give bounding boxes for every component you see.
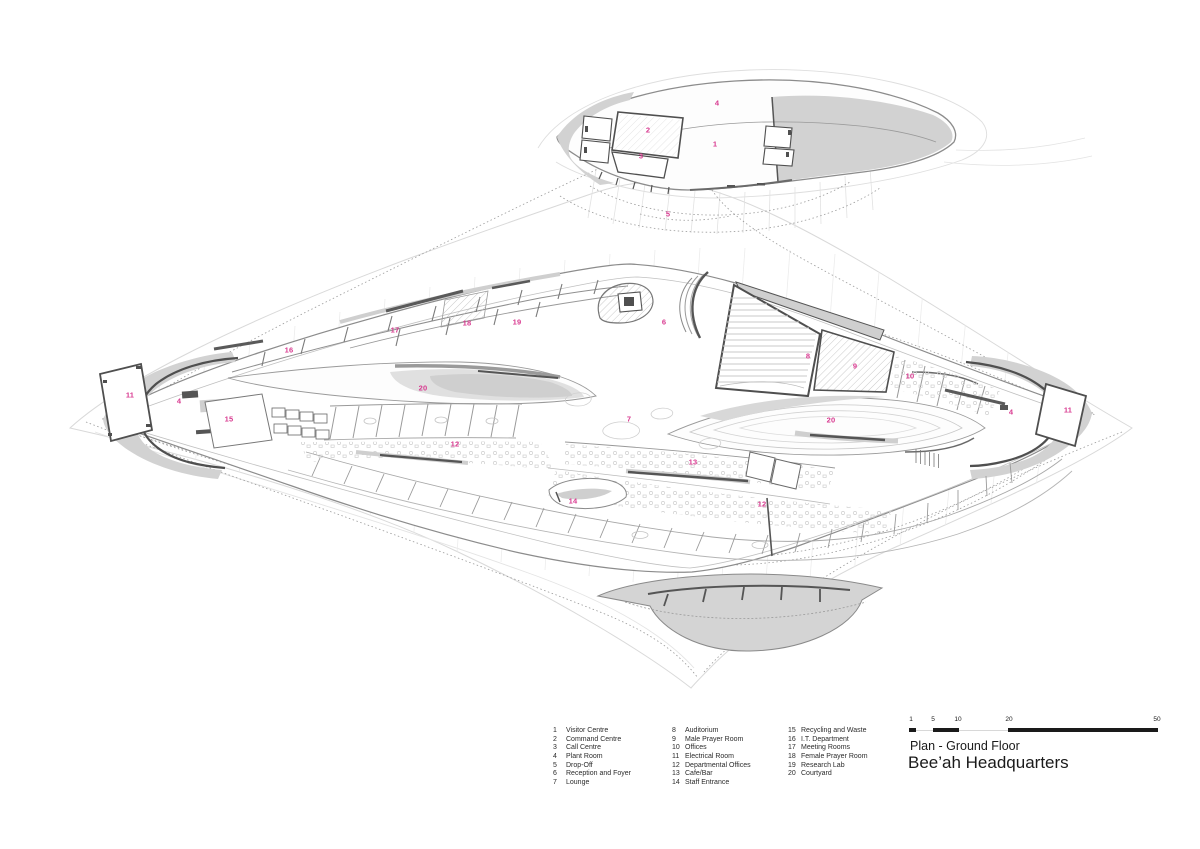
legend-item-label: Reception and Foyer: [566, 770, 631, 778]
legend-item-label: Research Lab: [801, 761, 845, 769]
legend-item: 3 Call Centre: [553, 744, 631, 753]
legend-item-label: Electrical Room: [685, 753, 735, 761]
legend-item-number: 15: [788, 727, 796, 734]
legend-item: 5 Drop-Off: [553, 762, 631, 771]
legend-item: 16 I.T. Department: [788, 736, 868, 745]
legend-item-label: Staff Entrance: [685, 779, 730, 787]
south-entrance-canopy: [596, 573, 884, 652]
auditorium-block: [714, 281, 1000, 416]
legend-item-label: Visitor Centre: [566, 727, 609, 734]
legend-item: 2 Command Centre: [553, 736, 631, 745]
legend-item-number: 10: [672, 744, 680, 752]
legend-item-number: 17: [788, 744, 796, 752]
legend-item: 15 Recycling and Waste: [788, 727, 868, 736]
legend-item: 11 Electrical Room: [672, 753, 751, 762]
legend-item-label: Departmental Offices: [685, 761, 751, 769]
legend-item-number: 1: [553, 727, 557, 734]
main-building: [98, 263, 1094, 573]
legend-item: 1 Visitor Centre: [553, 727, 631, 736]
legend-item-label: Drop-Off: [566, 761, 593, 769]
legend-item-label: Plant Room: [566, 753, 603, 761]
legend-item-number: 20: [788, 770, 796, 778]
legend-item-number: 5: [553, 761, 557, 769]
legend-item: 20 Courtyard: [788, 770, 868, 779]
legend-item: 10 Offices: [672, 744, 751, 753]
courtyard-east: [666, 388, 1006, 456]
legend-item-label: I.T. Department: [801, 735, 849, 743]
east-tip-plant-zone: [904, 356, 1092, 479]
courtyard-west: [227, 361, 597, 405]
legend-item-label: Lounge: [566, 779, 590, 787]
legend-item: 13 Cafe/Bar: [672, 770, 751, 779]
project-title: Bee’ah Headquarters: [908, 753, 1069, 772]
legend-item-label: Offices: [685, 744, 707, 752]
legend-item-number: 14: [672, 779, 680, 787]
plan-title: Plan - Ground Floor: [910, 739, 1020, 753]
staff-entrance: [548, 477, 627, 510]
legend-item: 4 Plant Room: [553, 753, 631, 762]
site-outline: [68, 69, 1133, 689]
legend-item-number: 6: [553, 770, 557, 778]
legend-item: 17 Meeting Rooms: [788, 744, 868, 753]
legend-item-label: Meeting Rooms: [801, 744, 851, 752]
legend-item-label: Male Prayer Room: [685, 735, 744, 743]
legend-item-number: 18: [788, 753, 796, 761]
legend-item-number: 13: [672, 770, 680, 778]
legend-column: 8 Auditorium 9 Male Prayer Room 10 Offices 11 E…: [672, 727, 751, 788]
legend-item: 14 Staff Entrance: [672, 779, 751, 788]
legend-item-label: Recycling and Waste: [801, 727, 867, 734]
legend-item: 12 Departmental Offices: [672, 762, 751, 771]
legend-item-label: Call Centre: [566, 744, 602, 752]
legend-item-number: 19: [788, 761, 796, 769]
legend-item-label: Cafe/Bar: [685, 770, 713, 778]
legend-item-number: 2: [553, 735, 557, 743]
offices-south-cells: [287, 449, 1073, 561]
legend-item-number: 11: [672, 753, 680, 761]
legend-item-number: 16: [788, 735, 796, 743]
legend-item-label: Command Centre: [566, 735, 622, 743]
legend-item-number: 9: [672, 735, 676, 743]
legend-item-number: 8: [672, 727, 676, 734]
legend-column: 1 Visitor Centre 2 Command Centre 3 Call Cent…: [553, 727, 631, 788]
offices-west-cells: [300, 403, 556, 470]
legend-item-label: Female Prayer Room: [801, 753, 868, 761]
visitor-centre-pod: [556, 79, 957, 195]
legend-item: 9 Male Prayer Room: [672, 736, 751, 745]
legend-item: 19 Research Lab: [788, 762, 868, 771]
legend-item: 6 Reception and Foyer: [553, 770, 631, 779]
north-west-wing: [204, 272, 629, 449]
legend-item-number: 7: [553, 779, 557, 787]
legend-item-number: 3: [553, 744, 557, 752]
legend-item-label: Auditorium: [685, 727, 719, 734]
reception-foyer: [597, 271, 709, 339]
legend-item-number: 12: [672, 761, 680, 769]
legend-item: 8 Auditorium: [672, 727, 751, 736]
legend-item: 7 Lounge: [553, 779, 631, 788]
legend-item-number: 4: [553, 753, 557, 761]
legend-item-label: Courtyard: [801, 770, 832, 778]
lounge-area: [564, 392, 722, 450]
legend-item: 18 Female Prayer Room: [788, 753, 868, 762]
